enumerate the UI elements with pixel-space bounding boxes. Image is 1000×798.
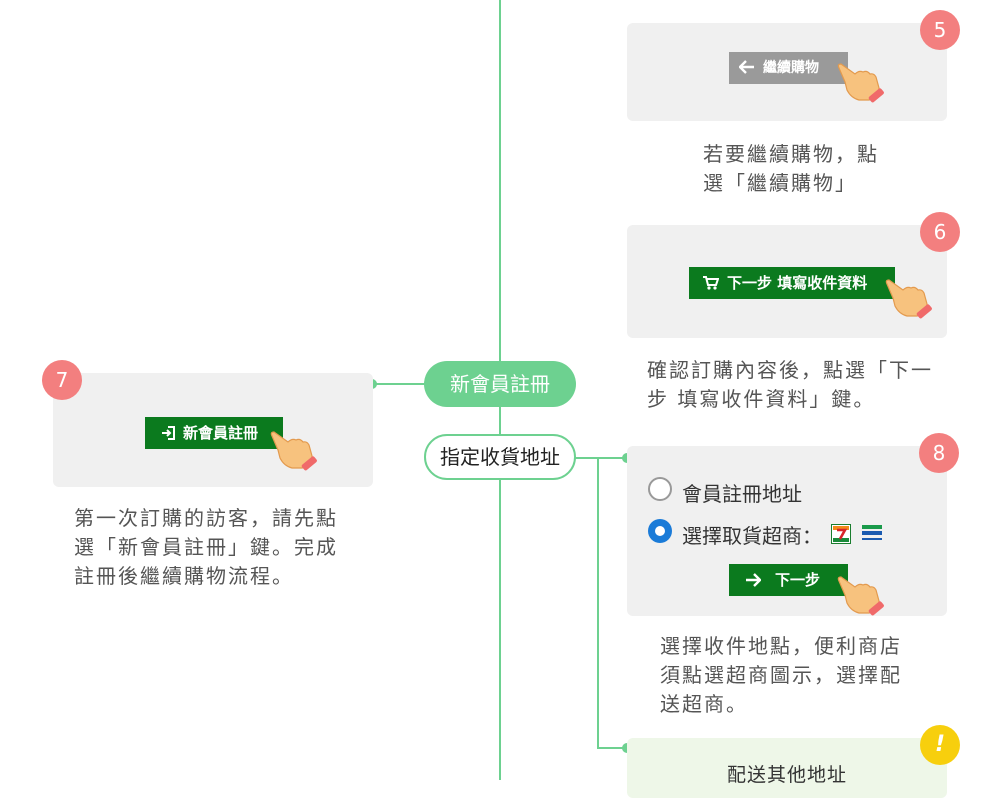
next-step-button[interactable]: 下一步 <box>729 564 848 596</box>
member-address-label: 會員註冊地址 <box>682 478 802 507</box>
next-fill-info-button[interactable]: 下一步 填寫收件資料 <box>689 267 895 299</box>
pointing-hand-icon <box>883 278 933 320</box>
convenience-store-label: 選擇取貨超商： <box>682 520 822 549</box>
step8-desc-line1: 選擇收件地點，便利商店 <box>660 632 902 661</box>
step5-desc-line1: 若要繼續購物，點 <box>703 140 879 169</box>
step7-desc-line2: 選「新會員註冊」鍵。完成 <box>74 533 338 562</box>
pointing-hand-icon <box>268 430 318 472</box>
step7-desc-line3: 註冊後繼續購物流程。 <box>74 562 294 591</box>
new-member-register-button[interactable]: 新會員註冊 <box>145 417 283 449</box>
member-address-radio[interactable] <box>648 477 672 501</box>
step8-badge: 8 <box>919 433 959 473</box>
continue-shopping-button[interactable]: 繼續購物 <box>729 52 848 84</box>
connector-address <box>574 457 628 459</box>
seven-eleven-icon[interactable] <box>831 524 851 544</box>
convenience-store-radio[interactable] <box>648 519 672 543</box>
step7-badge: 7 <box>42 360 82 400</box>
sign-in-icon <box>161 417 175 449</box>
step6-desc-line1: 確認訂購內容後，點選「下一 <box>647 356 933 385</box>
new-member-pill[interactable]: 新會員註冊 <box>424 361 576 407</box>
familymart-icon[interactable] <box>861 524 883 544</box>
arrow-right-icon <box>745 564 761 596</box>
step6-desc-line2: 步 填寫收件資料」鍵。 <box>647 385 875 414</box>
step5-desc-line2: 選「繼續購物」 <box>703 169 857 198</box>
pointing-hand-icon <box>835 575 885 617</box>
step8-desc-line2: 須點選超商圖示，選擇配 <box>660 661 902 690</box>
other-address-title: 配送其他地址 <box>627 760 947 787</box>
warning-badge: ! <box>920 725 960 765</box>
connector-new-member <box>372 383 428 385</box>
step6-badge: 6 <box>920 212 960 252</box>
step7-desc-line1: 第一次訂購的訪客，請先點 <box>74 504 338 533</box>
next-fill-info-label: 下一步 填寫收件資料 <box>727 274 867 292</box>
pointing-hand-icon <box>835 62 885 104</box>
continue-shopping-label: 繼續購物 <box>763 60 819 76</box>
cart-icon <box>703 267 719 299</box>
assign-address-pill[interactable]: 指定收貨地址 <box>424 434 576 480</box>
connector-branch-vertical <box>597 457 599 749</box>
next-step-label: 下一步 <box>775 571 820 589</box>
new-member-register-label: 新會員註冊 <box>183 424 258 442</box>
step5-badge: 5 <box>920 10 960 50</box>
step8-desc-line3: 送超商。 <box>660 690 748 719</box>
arrow-left-icon <box>739 52 755 84</box>
